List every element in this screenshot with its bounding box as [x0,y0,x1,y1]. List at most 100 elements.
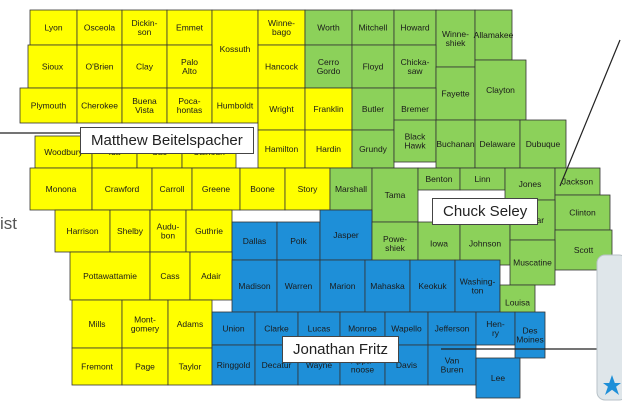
county-clinton [554,194,611,231]
county-label-adair: Adair [201,271,221,281]
county-label-louisa: Louisa [505,298,530,308]
county-label-audubon: Audu-bon [157,222,180,241]
county-chickasaw [393,44,437,89]
county-plymouth [19,87,78,124]
county-winnebago [257,9,306,46]
star-icon [603,375,621,395]
county-adams [167,299,213,349]
county-label-bremer: Bremer [401,104,429,114]
county-jones [504,167,556,201]
county-label-story: Story [298,184,319,194]
county-label-emmet: Emmet [176,23,204,33]
county-label-ringgold: Ringgold [217,360,251,370]
county-osceola [76,9,123,46]
county-label-johnson: Johnson [469,239,501,249]
county-label-delaware: Delaware [480,139,516,149]
territory-label-blue: Jonathan Fritz [282,336,400,363]
county-label-taylor: Taylor [179,362,202,372]
county-buenavista [121,87,168,124]
county-label-hardin: Hardin [316,144,341,154]
territory-label-green: Chuck Seley [432,198,539,225]
county-label-franklin: Franklin [313,104,344,114]
county-label-grundy: Grundy [359,144,388,154]
county-label-linn: Linn [474,174,490,184]
county-sioux [27,44,78,89]
county-label-mills: Mills [89,319,106,329]
county-mills [71,299,123,349]
county-label-cherokee: Cherokee [81,101,118,111]
county-greene [191,167,241,211]
county-label-davis: Davis [396,360,417,370]
county-johnson [459,221,511,266]
county-buchanan [435,119,476,169]
county-label-kossuth: Kossuth [220,44,251,54]
county-label-howard: Howard [400,23,430,33]
county-label-poweshiek: Powe-shiek [383,234,407,253]
county-fremont [71,347,123,386]
county-guthrie [185,209,233,253]
county-obrien [76,44,123,89]
county-washington [454,259,501,313]
county-label-cass: Cass [160,271,179,281]
county-label-allamakee: Allamakee [474,30,514,40]
county-label-wright: Wright [269,104,294,114]
county-label-lyon: Lyon [44,23,62,33]
county-label-harrison: Harrison [66,226,98,236]
county-label-winnebago: Winne-bago [268,18,295,37]
county-label-jefferson: Jefferson [435,324,470,334]
county-tama [371,167,419,223]
county-label-keokuk: Keokuk [418,281,447,291]
county-label-hancock: Hancock [265,62,299,72]
county-label-pottawattamie: Pottawattamie [83,271,137,281]
county-iowa [417,221,461,266]
county-label-clarke: Clarke [264,324,289,334]
county-label-polk: Polk [290,236,307,246]
county-label-clay: Clay [136,62,154,72]
county-label-marion: Marion [330,281,356,291]
cropped-photo-edge [596,254,622,401]
county-label-fremont: Fremont [81,362,113,372]
county-pottawattamie [69,251,151,301]
county-howard [393,9,437,46]
county-lyon [29,9,78,46]
county-label-chickasaw: Chicka-saw [401,57,430,76]
county-label-wapello: Wapello [391,324,422,334]
county-label-scott: Scott [574,245,594,255]
county-hardin [304,129,353,169]
county-label-winneshiek: Winne-shiek [442,29,469,48]
county-label-henry: Hen-ry [486,319,505,338]
county-label-dickinson: Dickin-son [132,18,158,37]
county-label-jasper: Jasper [333,230,359,240]
county-label-mahaska: Mahaska [370,281,405,291]
county-label-muscatine: Muscatine [513,258,552,268]
county-label-boone: Boone [250,184,275,194]
county-label-page: Page [135,362,155,372]
county-label-greene: Greene [202,184,231,194]
county-label-iowa: Iowa [430,239,448,249]
county-desmoines [514,311,546,359]
county-worth [304,9,353,46]
county-cerrogordo [304,44,353,89]
county-label-butler: Butler [362,104,384,114]
county-label-adams: Adams [177,319,203,329]
county-label-decatur: Decatur [262,360,292,370]
county-label-pocahontas: Poca-hontas [177,96,203,115]
county-label-shelby: Shelby [117,226,144,236]
county-page [121,347,169,386]
county-label-guthrie: Guthrie [195,226,223,236]
county-clay [121,44,168,89]
county-allamakee [474,9,513,61]
county-shelby [109,209,151,253]
county-wright [257,87,306,131]
county-harrison [54,209,111,253]
county-cherokee [76,87,123,124]
county-taylor [167,347,213,386]
county-label-floyd: Floyd [363,62,384,72]
county-jefferson [427,311,477,346]
county-dubuque [519,119,567,169]
county-label-mitchell: Mitchell [359,23,388,33]
